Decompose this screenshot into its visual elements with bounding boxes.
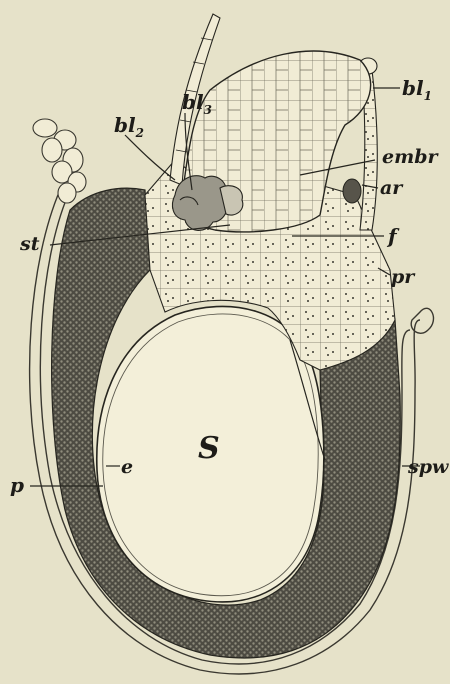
label-spw: spw: [407, 456, 449, 478]
label-S: S: [198, 431, 220, 466]
label-e: e: [121, 456, 133, 478]
label-bl1: bl1: [402, 76, 432, 103]
label-bl2: bl2: [114, 113, 144, 140]
antipodal-region: [343, 179, 361, 203]
label-st: st: [19, 233, 40, 255]
label-p: p: [10, 473, 24, 497]
label-pr: pr: [391, 266, 416, 288]
top-left-cell-cluster: [33, 119, 86, 203]
label-f: f: [386, 224, 400, 248]
label-ar: ar: [380, 177, 404, 199]
label-embr: embr: [382, 146, 439, 168]
